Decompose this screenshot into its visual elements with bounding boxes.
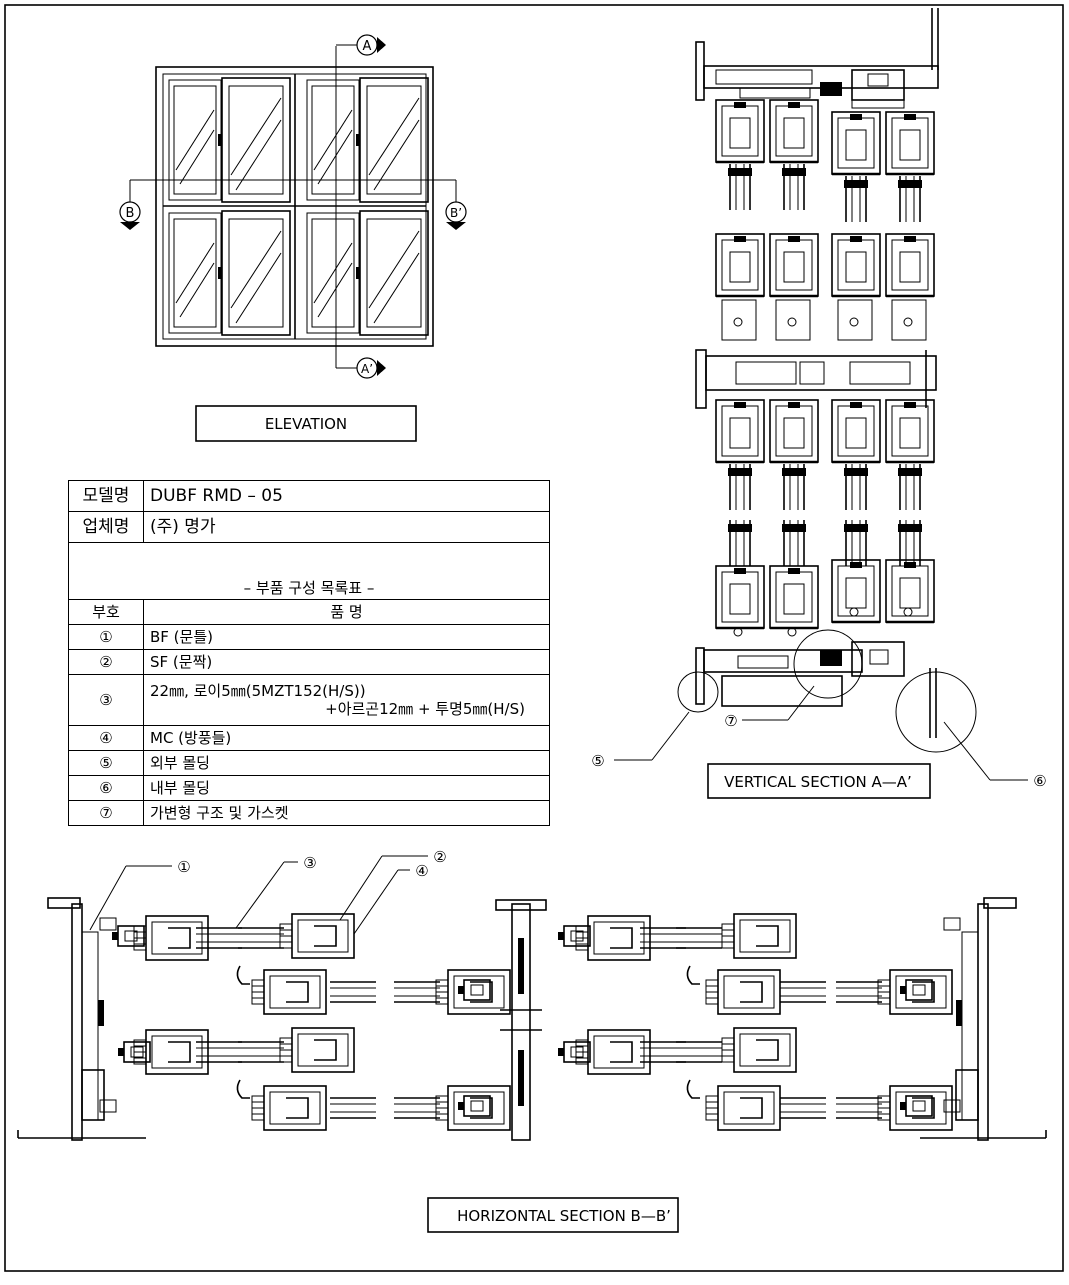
parts-table: 모델명 DUBF RMD – 05 업체명 (주) 명가 – 부품 구성 목록표… <box>68 480 550 826</box>
callout-4: ④ <box>415 862 428 880</box>
marker-a-prime-label: A’ <box>361 362 373 376</box>
part-name: MC (방풍들) <box>143 725 550 751</box>
table-row: ④ MC (방풍들) <box>68 725 550 751</box>
company-label: 업체명 <box>68 511 144 543</box>
table-row: ⑤ 외부 몰딩 <box>68 750 550 776</box>
part-name: 가변형 구조 및 가스켓 <box>143 800 550 826</box>
horizontal-section <box>17 855 1047 1141</box>
horizontal-title: HORIZONTAL SECTION B—B’ <box>457 1207 671 1225</box>
table-row: ① BF (문틀) <box>68 624 550 650</box>
marker-b-label: B <box>126 206 135 221</box>
table-row: ⑦ 가변형 구조 및 가스켓 <box>68 800 550 826</box>
callout-7: ⑦ <box>724 712 737 730</box>
elevation-title-box <box>195 405 417 442</box>
list-title: – 부품 구성 목록표 – <box>68 542 550 600</box>
callout-3: ③ <box>303 854 316 872</box>
part-code: ③ <box>68 674 144 726</box>
marker-a-prime: A’ <box>336 357 386 379</box>
part-code: ② <box>68 649 144 675</box>
part-code: ⑦ <box>68 800 144 826</box>
horizontal-title-box <box>427 1197 679 1233</box>
model-value: DUBF RMD – 05 <box>143 480 550 512</box>
marker-b-prime-label: B’ <box>450 206 462 220</box>
elevation-view <box>130 46 456 368</box>
table-row: 업체명 (주) 명가 <box>68 511 550 543</box>
callout-5: ⑤ <box>591 752 604 770</box>
table-header-row: 부호 품 명 <box>68 599 550 625</box>
callout-2: ② <box>433 848 446 866</box>
marker-a-label: A <box>363 39 372 54</box>
marker-b-prime: B’ <box>445 180 467 230</box>
table-row: ② SF (문짝) <box>68 649 550 675</box>
part-name: 외부 몰딩 <box>143 750 550 776</box>
elevation-title: ELEVATION <box>265 415 347 433</box>
part-name: 22㎜, 로이5㎜(5MZT152(H/S)) <box>150 682 366 700</box>
table-row: ③ 22㎜, 로이5㎜(5MZT152(H/S)) +아르곤12㎜ + 투명5㎜… <box>68 674 550 726</box>
marker-b: B <box>119 180 141 230</box>
part-code: ⑥ <box>68 775 144 801</box>
table-row: 모델명 DUBF RMD – 05 <box>68 480 550 512</box>
table-row: – 부품 구성 목록표 – <box>68 542 550 600</box>
vertical-section <box>614 8 1028 781</box>
vertical-title-box <box>707 763 931 799</box>
part-name-cell: 22㎜, 로이5㎜(5MZT152(H/S)) +아르곤12㎜ + 투명5㎜(H… <box>143 674 550 726</box>
part-code: ① <box>68 624 144 650</box>
marker-a: A <box>336 34 386 56</box>
part-code: ④ <box>68 725 144 751</box>
model-label: 모델명 <box>68 480 144 512</box>
vertical-title: VERTICAL SECTION A—A’ <box>724 773 912 791</box>
callout-1: ① <box>177 858 190 876</box>
col-code-header: 부호 <box>68 599 144 625</box>
part-name: SF (문짝) <box>143 649 550 675</box>
part-name: 내부 몰딩 <box>143 775 550 801</box>
part-name: BF (문틀) <box>143 624 550 650</box>
table-row: ⑥ 내부 몰딩 <box>68 775 550 801</box>
part-code: ⑤ <box>68 750 144 776</box>
company-value: (주) 명가 <box>143 511 550 543</box>
col-name-header: 품 명 <box>143 599 550 625</box>
sheet-border <box>4 4 1064 1272</box>
part-name-line2: +아르곤12㎜ + 투명5㎜(H/S) <box>325 700 525 718</box>
callout-6: ⑥ <box>1033 772 1046 790</box>
